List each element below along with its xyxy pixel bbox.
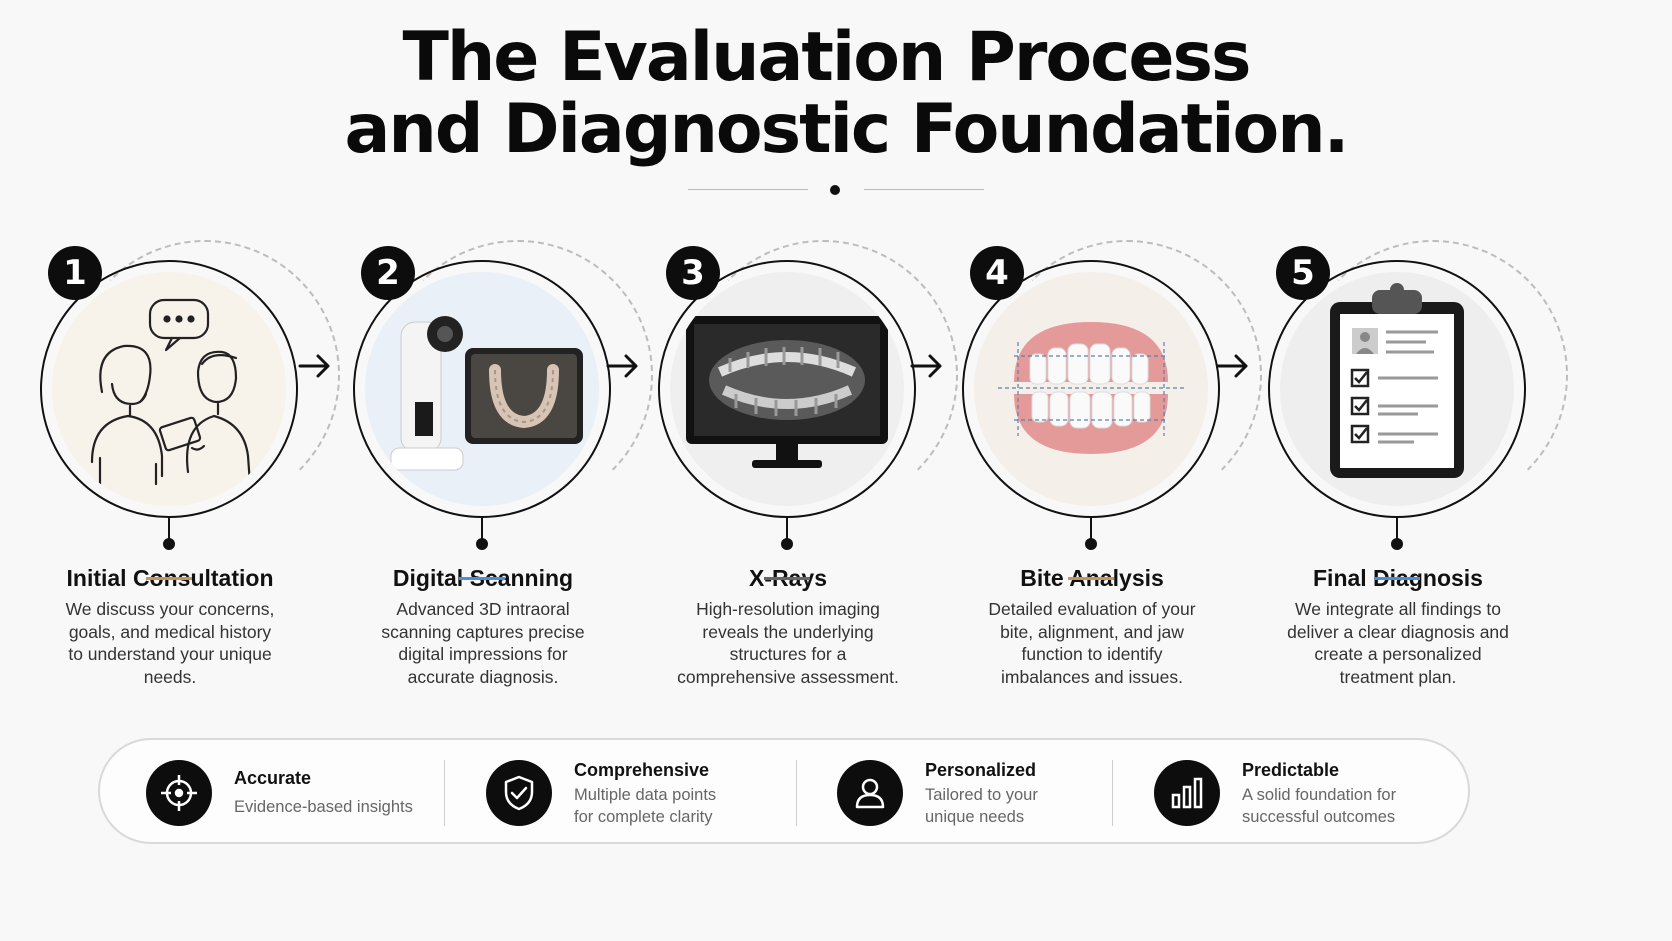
step-number-badge: 4: [970, 246, 1024, 300]
step-number-badge: 2: [361, 246, 415, 300]
step-accent-line: [146, 577, 192, 580]
step-accent-line: [764, 577, 810, 580]
dashed-arc: [70, 240, 340, 510]
shield-check-icon: [486, 760, 552, 826]
step-accent-line: [1068, 577, 1114, 580]
crosshair-icon: [146, 760, 212, 826]
dashed-arc: [1298, 240, 1568, 510]
feature-accurate: Accurate Evidence-based insights: [146, 740, 446, 846]
arrow-right-icon: [604, 350, 644, 382]
step-ring: [962, 260, 1220, 518]
step-ring: [40, 260, 298, 518]
title-divider: [688, 183, 984, 197]
consultation-illustration-icon: [52, 272, 286, 506]
step-description: We discuss your concerns,goals, and medi…: [65, 599, 275, 687]
step-number-badge: 3: [666, 246, 720, 300]
feature-separator: [444, 760, 445, 826]
arrow-right-icon: [296, 350, 336, 382]
step-ring: [353, 260, 611, 518]
feature-title: Comprehensive: [574, 760, 710, 780]
feature-separator: [796, 760, 797, 826]
feature-title: Personalized: [925, 760, 1037, 780]
intraoral-scanner-illustration-icon: [365, 272, 599, 506]
step-digital-scanning: 2 Digital Scanning Advanced 3D intraoral…: [343, 230, 673, 730]
teeth-model-illustration-icon: [974, 272, 1208, 506]
features-bar: Accurate Evidence-based insights Compreh…: [98, 738, 1470, 844]
step-final-diagnosis: 5 Final Diagnosis We integrate all findi…: [1258, 230, 1588, 730]
dashed-arc: [688, 240, 958, 510]
step-accent-line: [459, 577, 505, 580]
dashed-arc: [992, 240, 1262, 510]
feature-title: Predictable: [1242, 760, 1340, 780]
step-accent-line: [1374, 577, 1420, 580]
feature-separator: [1112, 760, 1113, 826]
page-title-line-2: and Diagnostic Foundation.: [344, 90, 1350, 169]
step-bite-analysis: 4 Bite Analysis Detailed evaluation of y…: [952, 230, 1282, 730]
dashed-arc: [383, 240, 653, 510]
step-number-badge: 1: [48, 246, 102, 300]
feature-description: Evidence-based insights: [234, 798, 413, 816]
step-number-badge: 5: [1276, 246, 1330, 300]
xray-monitor-illustration-icon: [670, 272, 904, 506]
person-icon: [837, 760, 903, 826]
feature-title: Accurate: [234, 768, 312, 788]
step-initial-consultation: 1 Initial Consultation We discuss your c…: [30, 230, 360, 730]
page-title-line-1: The Evaluation Process: [402, 18, 1252, 97]
bar-chart-icon: [1154, 760, 1220, 826]
step-ring: [658, 260, 916, 518]
step-ring: [1268, 260, 1526, 518]
clipboard-checklist-illustration-icon: [1280, 272, 1514, 506]
title-block: The Evaluation Process and Diagnostic Fo…: [0, 22, 1672, 166]
arrow-right-icon: [908, 350, 948, 382]
arrow-right-icon: [1214, 350, 1254, 382]
